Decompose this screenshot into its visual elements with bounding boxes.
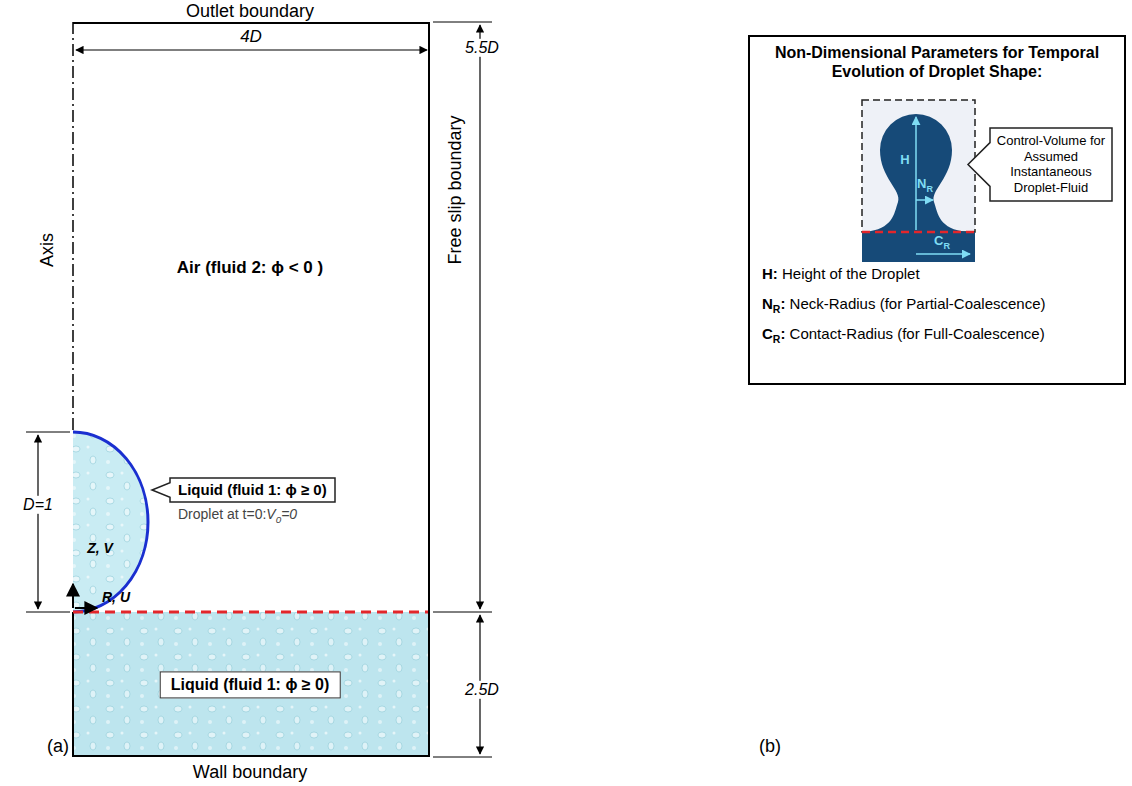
liquid-pool-fill bbox=[73, 612, 430, 757]
sketch-pool bbox=[862, 232, 975, 262]
text-run: N bbox=[917, 176, 926, 191]
text-run: H: bbox=[762, 265, 778, 282]
liquid-pool: Liquid (fluid 1: ϕ ≥ 0) bbox=[73, 612, 430, 757]
text-run: Droplet at t=0: bbox=[178, 506, 266, 522]
coordinate-label: R, U bbox=[102, 589, 130, 605]
text-run: : bbox=[780, 295, 785, 312]
legend-line: NR: Neck-Radius (for Partial-Coalescence… bbox=[762, 295, 1046, 316]
extension-line bbox=[26, 612, 70, 613]
dimension-label: 4D bbox=[240, 27, 262, 47]
coordinate-label: Z, V bbox=[87, 540, 113, 556]
text-run: R bbox=[943, 241, 950, 251]
height-arrow bbox=[915, 117, 917, 230]
text-run: =0 bbox=[281, 506, 297, 522]
extension-line bbox=[433, 22, 492, 23]
width-dimension bbox=[76, 49, 427, 50]
callout-text: Control-Volume for Assumed Instantaneous… bbox=[995, 133, 1107, 195]
legend-line: H: Height of the Droplet bbox=[762, 265, 920, 283]
extension-line bbox=[433, 612, 492, 613]
dimension-label: 5.5D bbox=[463, 39, 501, 57]
contact-radius-arrow bbox=[916, 253, 970, 255]
boundary-label: Free slip boundary bbox=[445, 115, 466, 264]
parameter-symbol: CR bbox=[934, 234, 950, 251]
air-height-dimension bbox=[479, 25, 480, 609]
sketch-interface-line bbox=[862, 231, 975, 234]
r-axis-arrow bbox=[75, 607, 97, 609]
droplet-note: Droplet at t=0:V0=0 bbox=[178, 506, 297, 526]
control-volume bbox=[862, 100, 975, 232]
region-label: Air (fluid 2: ϕ < 0 ) bbox=[177, 258, 323, 278]
droplet-fill bbox=[73, 432, 148, 612]
legend-line: CR: Contact-Radius (for Full-Coalescence… bbox=[762, 325, 1045, 346]
extension-line bbox=[26, 432, 70, 433]
dimension-label: 2.5D bbox=[463, 681, 501, 699]
text-run: Contact-Radius (for Full-Coalescence) bbox=[785, 325, 1044, 342]
panel-label: (a) bbox=[47, 736, 69, 757]
text-run: R bbox=[773, 333, 781, 345]
computational-domain: Air (fluid 2: ϕ < 0 ) Liquid (fluid 1: ϕ … bbox=[73, 22, 430, 757]
callout-shape bbox=[968, 128, 1112, 201]
droplet bbox=[73, 432, 148, 612]
text-run: : bbox=[780, 325, 785, 342]
initial-interface-line bbox=[73, 611, 430, 614]
callout-shape bbox=[152, 478, 335, 502]
extension-line bbox=[433, 757, 492, 758]
text-run: C bbox=[934, 233, 943, 248]
text-run: R bbox=[773, 303, 781, 315]
boundary-label: Outlet boundary bbox=[186, 1, 314, 22]
boundary-label: Wall boundary bbox=[193, 762, 307, 783]
region-label: Liquid (fluid 1: ϕ ≥ 0) bbox=[160, 671, 341, 698]
text-run: Neck-Radius (for Partial-Coalescence) bbox=[785, 295, 1045, 312]
parameter-symbol: H bbox=[900, 153, 909, 168]
parameter-panel: Non-Dimensional Parameters for Temporal … bbox=[748, 35, 1126, 385]
pool-fill bbox=[73, 612, 430, 757]
axis-label: Axis bbox=[37, 233, 58, 267]
text-run: N bbox=[762, 295, 773, 312]
panel-label: (b) bbox=[759, 736, 781, 757]
text-run: V bbox=[266, 506, 275, 522]
diameter-dimension bbox=[37, 435, 38, 609]
panel-title: Non-Dimensional Parameters for Temporal … bbox=[754, 43, 1120, 81]
text-run: C bbox=[762, 325, 773, 342]
control-volume-callout: Control-Volume for Assumed Instantaneous… bbox=[990, 128, 1112, 201]
callout-text: Liquid (fluid 1: ϕ ≥ 0) bbox=[178, 481, 327, 499]
dimension-label: D=1 bbox=[21, 496, 55, 514]
text-run: Height of the Droplet bbox=[778, 265, 920, 282]
droplet-texture bbox=[73, 432, 148, 612]
neck-radius-arrow bbox=[916, 199, 933, 201]
text-run: R bbox=[926, 184, 933, 194]
droplet-interface bbox=[73, 432, 148, 612]
text-run: 0 bbox=[276, 514, 281, 525]
pool-texture bbox=[73, 612, 430, 757]
parameter-symbol: NR bbox=[917, 177, 933, 194]
sketch-droplet bbox=[865, 114, 967, 232]
liquid-callout: Liquid (fluid 1: ϕ ≥ 0)Droplet at t=0:V0… bbox=[170, 478, 335, 502]
droplet-shape-sketch bbox=[862, 100, 975, 262]
